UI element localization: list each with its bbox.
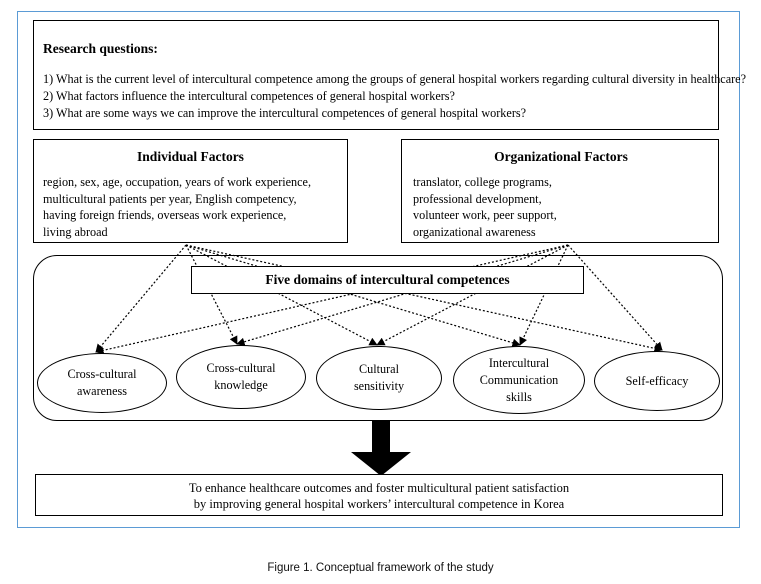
research-questions-title: Research questions: [43, 41, 158, 56]
figure-caption: Figure 1. Conceptual framework of the st… [267, 562, 494, 574]
arrow-org-to-communication [519, 244, 569, 346]
arrow-individual-to-knowledge [185, 244, 238, 345]
domains-title: Five domains of intercultural competence… [191, 266, 584, 294]
individual-factors-line-2: multicultural patients per year, English… [43, 191, 297, 206]
organizational-factors-line-3: volunteer work, peer support, [413, 208, 557, 222]
arrow-individual-to-awareness [95, 244, 187, 353]
big-down-arrow [351, 421, 411, 476]
arrow-org-to-selfefficacy [567, 244, 663, 351]
arrow-individual-to-communication [185, 244, 521, 347]
research-question-2: 2) What factors influence the intercultu… [43, 89, 455, 103]
goal-box: To enhance healthcare outcomes and foste… [35, 474, 723, 516]
individual-factors-line-1: region, sex, age, occupation, years of w… [43, 175, 312, 189]
arrow-org-to-knowledge [236, 244, 569, 346]
arrow-individual-to-selfefficacy [185, 244, 663, 353]
individual-factors-box: Individual Factors region, sex, age, occ… [33, 139, 348, 243]
domain-cross-cultural-knowledge: Cross-cultural knowledge [176, 345, 306, 409]
arrow-org-to-awareness [95, 244, 569, 355]
organizational-factors-line-2: professional development, [413, 191, 542, 206]
research-question-3: 3) What are some ways we can improve the… [43, 106, 527, 120]
research-questions-box: Research questions: 1) What is the curre… [33, 20, 747, 130]
organizational-factors-line-4: organizational awareness [413, 224, 536, 239]
individual-factors-line-3: having foreign friends, overseas work ex… [43, 208, 287, 222]
organizational-factors-line-1: translator, college programs, [413, 175, 552, 189]
domain-label: Cross-cultural awareness [67, 367, 137, 398]
domain-cultural-sensitivity: Cultural sensitivity [316, 346, 442, 410]
goal-line-2: by improving general hospital workers’ i… [193, 497, 565, 511]
organizational-factors-box: Organizational Factors translator, colle… [401, 139, 719, 243]
organizational-factors-title: Organizational Factors [494, 149, 628, 164]
domain-self-efficacy: Self-efficacy [594, 351, 720, 411]
domain-label: Cultural sensitivity [353, 362, 405, 393]
domain-label: Self-efficacy [625, 373, 689, 388]
individual-factors-line-4: living abroad [43, 224, 108, 239]
domain-cross-cultural-awareness: Cross-cultural awareness [37, 353, 167, 413]
arrow-org-to-sensitivity [376, 244, 569, 346]
research-question-1: 1) What is the current level of intercul… [43, 72, 747, 86]
goal-line-1: To enhance healthcare outcomes and foste… [188, 481, 570, 495]
domain-label: Cross-cultural knowledge [206, 361, 276, 392]
individual-factors-title: Individual Factors [137, 149, 244, 164]
domain-label: Intercultural Communication skills [479, 355, 559, 404]
domain-intercultural-communication-skills: Intercultural Communication skills [453, 346, 585, 414]
